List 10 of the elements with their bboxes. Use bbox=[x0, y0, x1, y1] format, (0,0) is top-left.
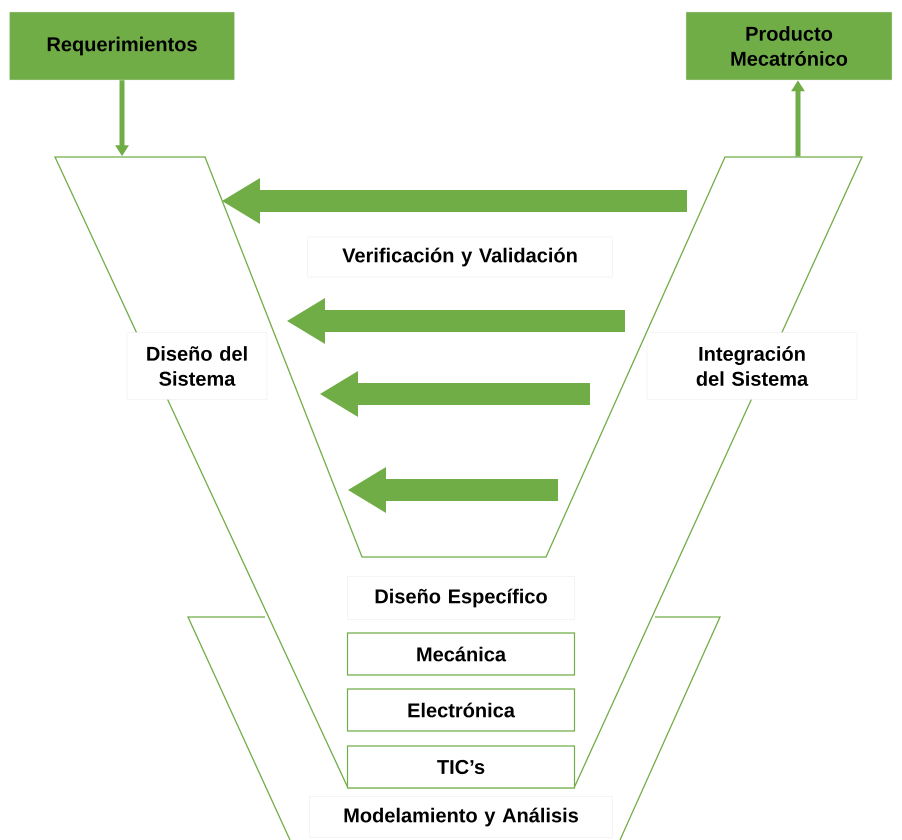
label-box: Integración del Sistema bbox=[646, 332, 858, 400]
label-box: Verificación y Validación bbox=[307, 236, 613, 278]
discipline-box: TIC’s bbox=[346, 745, 576, 789]
label-box: Diseño Específico bbox=[347, 576, 575, 620]
label-box: Producto Mecatrónico bbox=[686, 12, 892, 80]
label-box: Requerimientos bbox=[9, 12, 235, 80]
label-box: Diseño del Sistema bbox=[126, 332, 268, 400]
discipline-box: Mecánica bbox=[346, 632, 576, 676]
label-box: Modelamiento y Análisis bbox=[309, 796, 613, 838]
discipline-box: Electrónica bbox=[346, 688, 576, 732]
